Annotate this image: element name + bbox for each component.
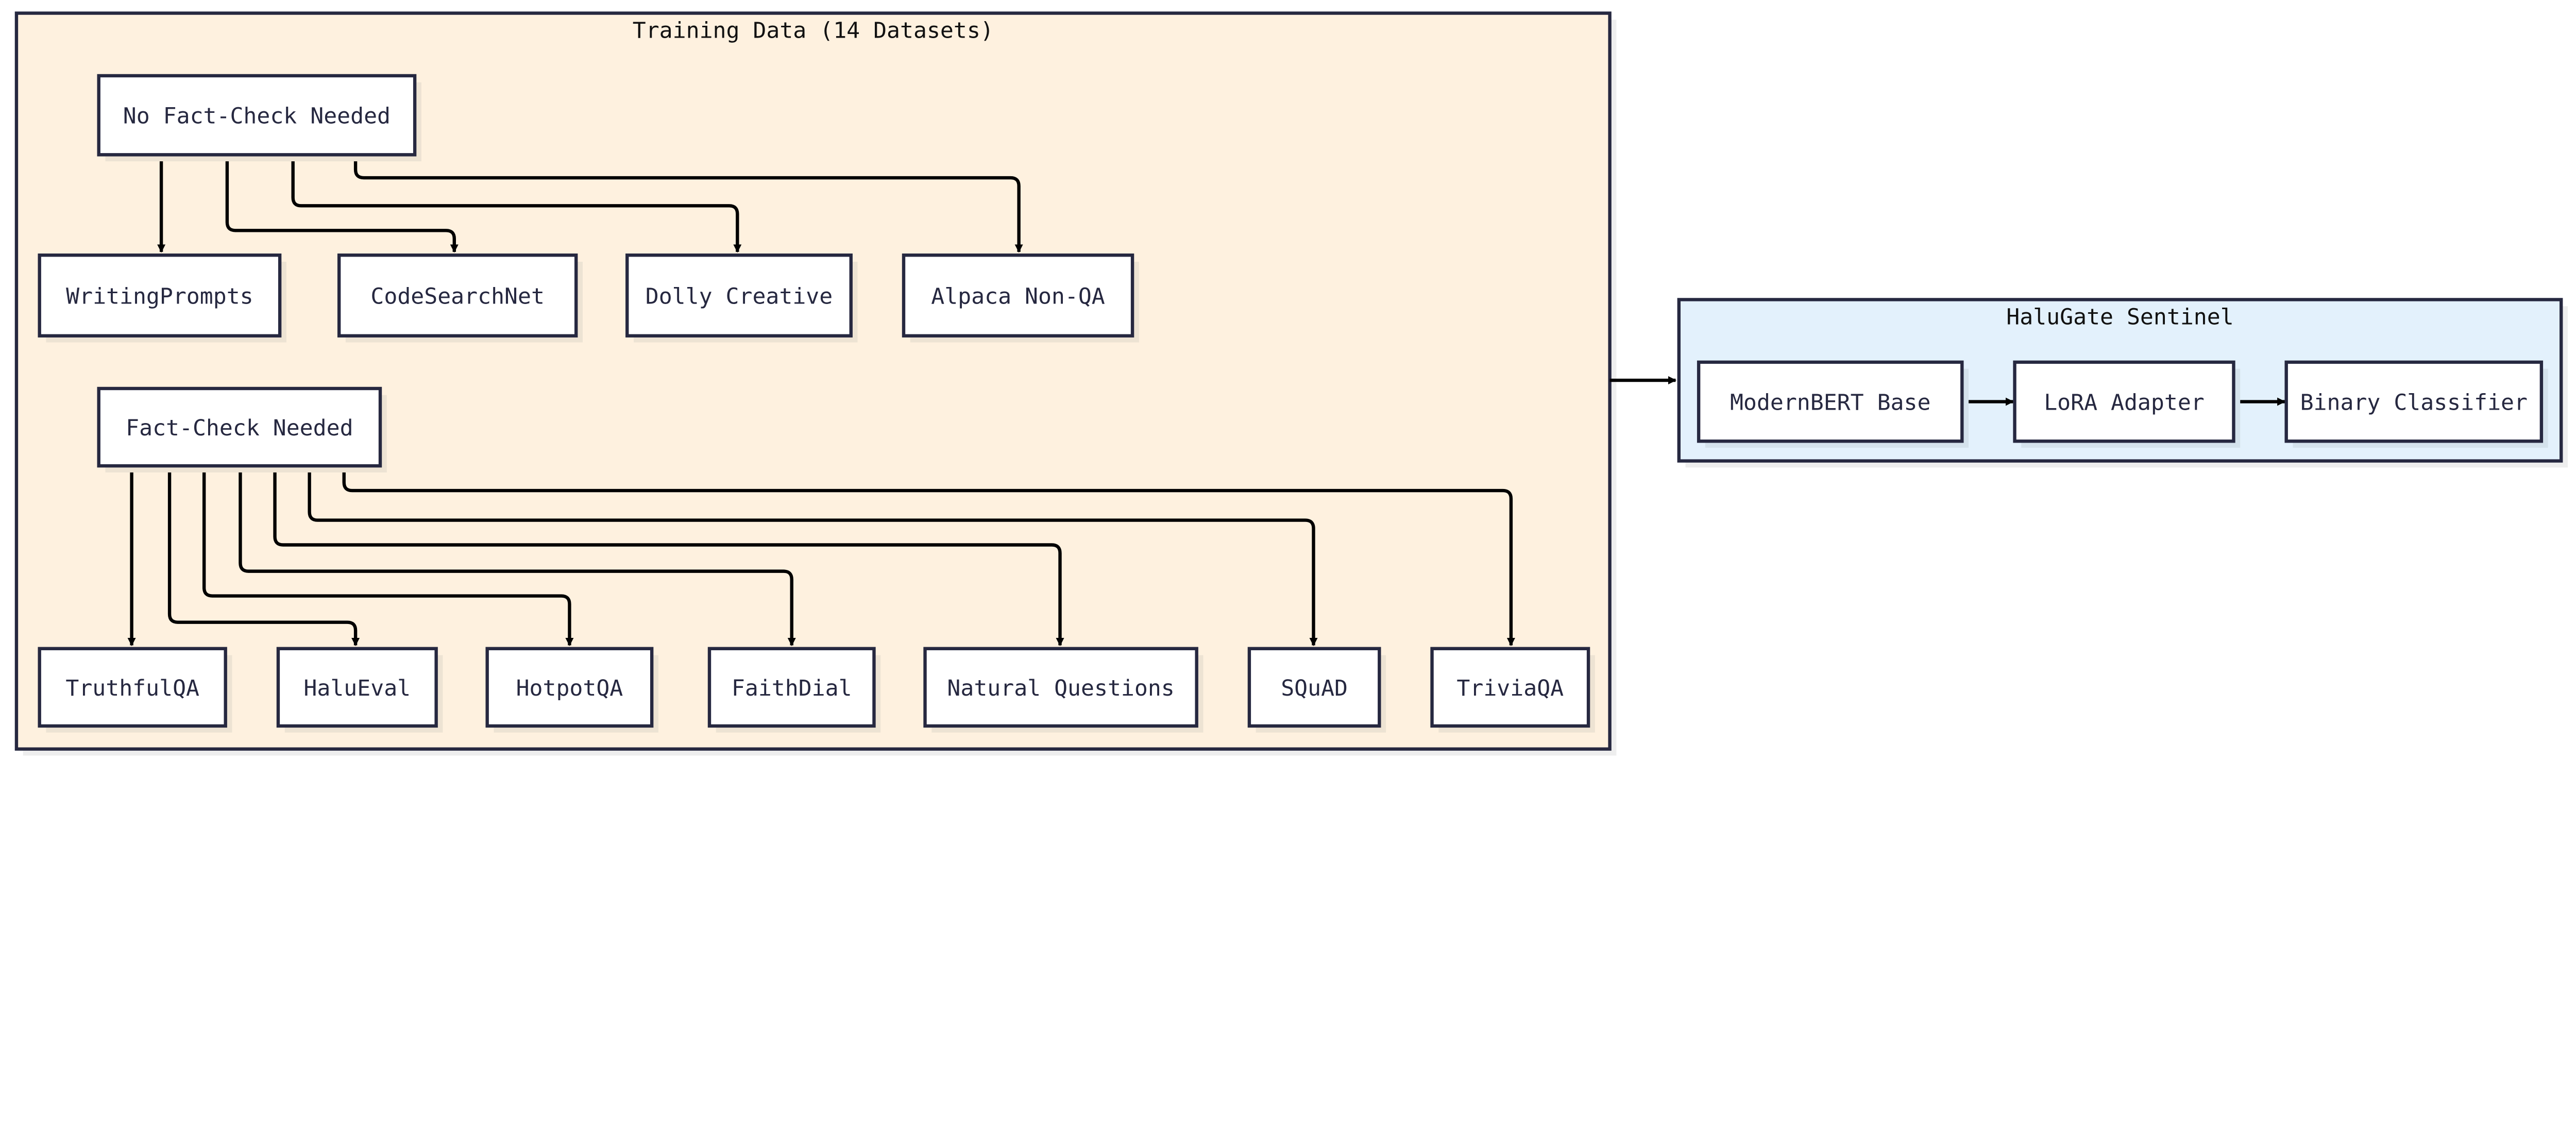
node-box	[2013, 360, 2235, 443]
node-label: Dolly Creative	[646, 283, 833, 309]
node-halueval[interactable]: HaluEval	[276, 647, 443, 733]
node-binary-classifier[interactable]: Binary Classifier	[2284, 360, 2548, 448]
node-label: Binary Classifier	[2300, 390, 2528, 416]
cluster-title: HaluGate Sentinel	[2006, 304, 2233, 330]
edge-fc-to-hotpotqa	[202, 466, 574, 646]
edges-layer	[127, 155, 2286, 646]
node-box	[923, 647, 1198, 728]
node-faithdial[interactable]: FaithDial	[707, 647, 881, 733]
edge-no-fc-to-alpaca	[353, 155, 1023, 253]
node-codesearchnet[interactable]: CodeSearchNet	[337, 254, 583, 343]
node-label: TruthfulQA	[65, 676, 199, 701]
node-label: Fact-Check Needed	[126, 415, 353, 441]
edge-fc-to-nq	[273, 466, 1064, 646]
edge-fc-to-faithdial	[239, 466, 796, 646]
node-box	[625, 254, 853, 337]
edge-fc-to-triviaqa	[342, 466, 1515, 646]
edge-fc-to-halueval	[167, 466, 360, 646]
diagram: Training Data (14 Datasets) HaluGate Sent…	[14, 11, 2568, 756]
node-box	[337, 254, 578, 337]
node-box	[707, 647, 876, 728]
node-box	[1697, 360, 1964, 443]
node-label: Natural Questions	[947, 676, 1174, 701]
node-box	[97, 386, 382, 468]
node-writingprompts[interactable]: WritingPrompts	[38, 254, 286, 343]
cluster-title: Training Data (14 Datasets)	[633, 18, 994, 43]
node-label: CodeSearchNet	[370, 283, 545, 309]
node-triviaqa[interactable]: TriviaQA	[1430, 647, 1595, 733]
node-box	[38, 647, 227, 728]
node-label: No Fact-Check Needed	[123, 104, 391, 129]
edge-no-fc-to-dolly	[291, 155, 742, 253]
node-natural-questions[interactable]: Natural Questions	[923, 647, 1204, 733]
node-no-fact-check-needed[interactable]: No Fact-Check Needed	[97, 74, 421, 162]
node-dolly-creative[interactable]: Dolly Creative	[625, 254, 858, 343]
node-label: HaluEval	[303, 676, 411, 701]
node-modernbert-base[interactable]: ModernBERT Base	[1697, 360, 1969, 448]
node-label: Alpaca Non-QA	[931, 283, 1105, 309]
node-label: HotpotQA	[516, 676, 623, 701]
node-box	[485, 647, 654, 728]
node-box	[1430, 647, 1590, 728]
node-label: FaithDial	[732, 676, 852, 701]
edge-no-fc-to-codesearchnet	[225, 155, 459, 253]
node-label: TriviaQA	[1456, 676, 1564, 701]
node-label: SQuAD	[1281, 676, 1348, 701]
node-lora-adapter[interactable]: LoRA Adapter	[2013, 360, 2241, 448]
node-box	[38, 254, 282, 337]
edge-fc-to-squad	[308, 466, 1318, 646]
node-box	[902, 254, 1134, 337]
node-squad[interactable]: SQuAD	[1247, 647, 1386, 733]
node-alpaca-non-qa[interactable]: Alpaca Non-QA	[902, 254, 1139, 343]
node-label: LoRA Adapter	[2044, 390, 2205, 416]
node-label: WritingPrompts	[66, 283, 253, 309]
node-box	[276, 647, 438, 728]
node-box	[97, 74, 417, 157]
node-label: ModernBERT Base	[1730, 390, 1930, 416]
node-fact-check-needed[interactable]: Fact-Check Needed	[97, 386, 387, 472]
node-hotpotqa[interactable]: HotpotQA	[485, 647, 658, 733]
node-truthfulqa[interactable]: TruthfulQA	[38, 647, 232, 733]
node-box	[2284, 360, 2544, 443]
node-box	[1247, 647, 1381, 728]
